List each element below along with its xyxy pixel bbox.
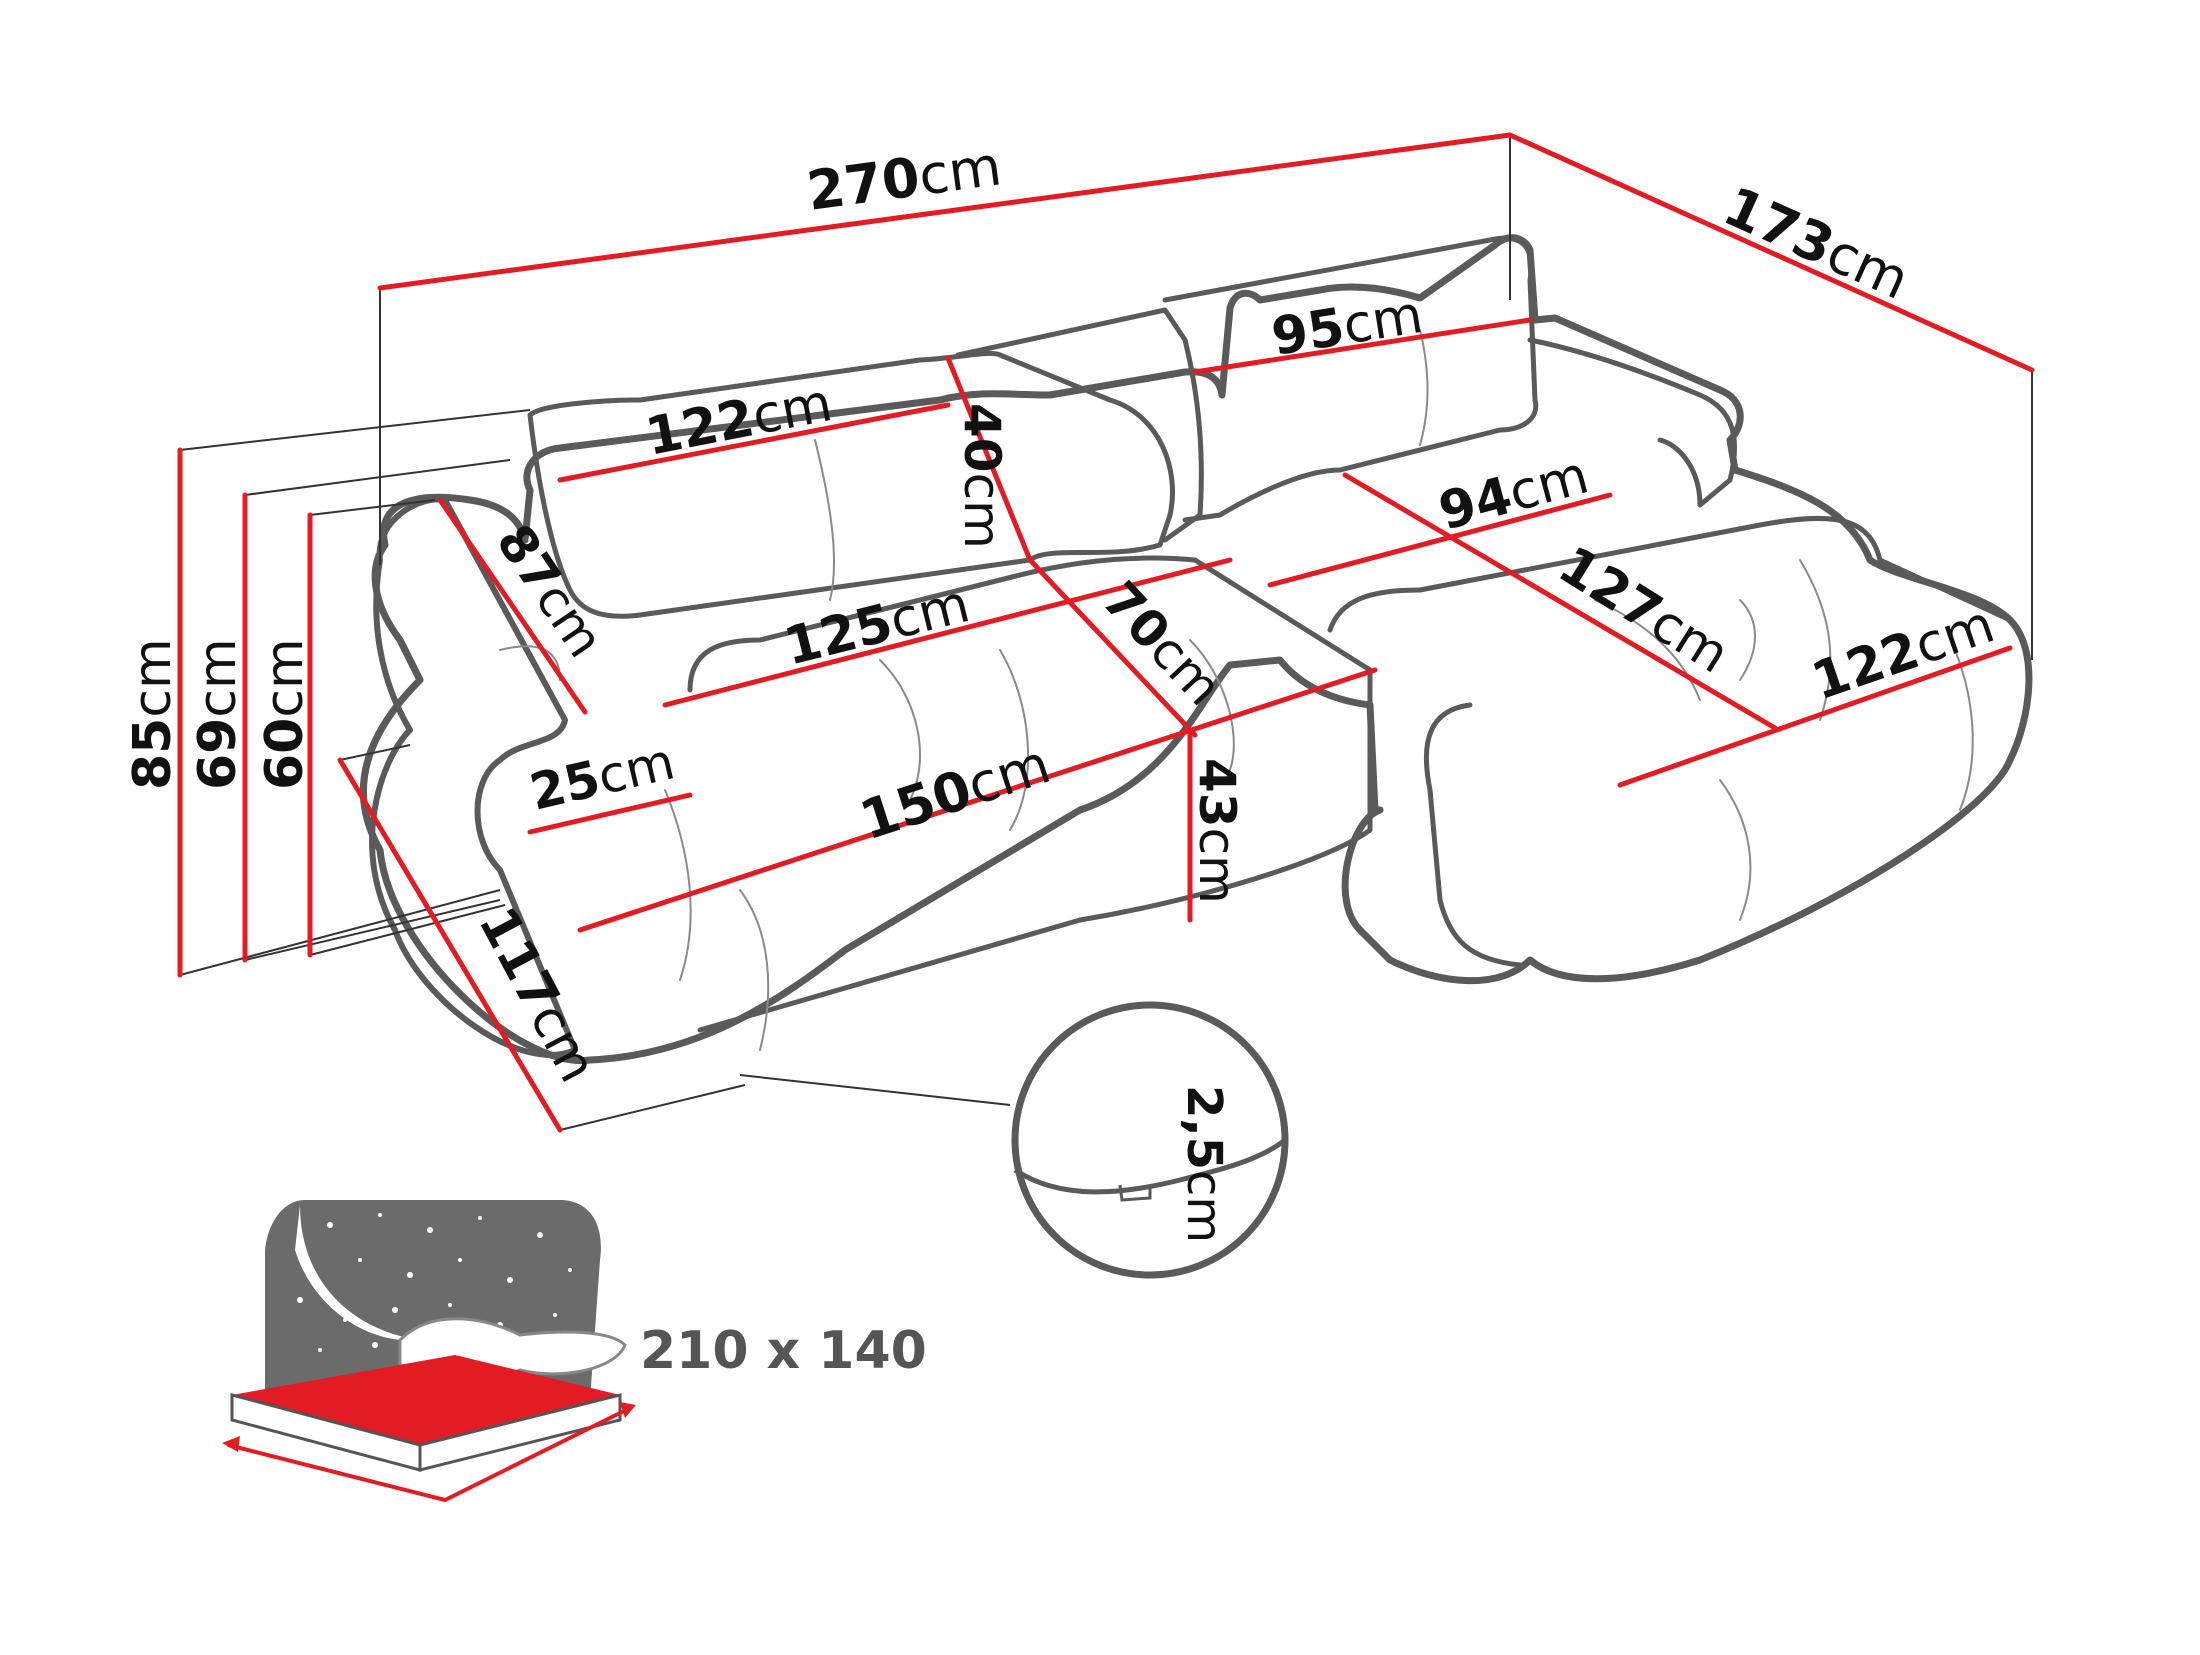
mattress-side-right bbox=[418, 1393, 622, 1472]
label-total-height: 85cm bbox=[123, 638, 183, 790]
dim-line-117 bbox=[337, 757, 563, 1133]
cushion-seams bbox=[499, 329, 1974, 1051]
dim-line-40 bbox=[945, 355, 1033, 563]
seat-front-shape bbox=[687, 555, 1373, 1033]
back-cushion-middle-shape bbox=[955, 307, 1204, 543]
bed-measure-arrowhead-right bbox=[620, 1402, 636, 1418]
dim-line-87 bbox=[437, 497, 588, 715]
label-back-cushion-height: 40cm bbox=[953, 403, 1011, 549]
dim-line-122-chaise bbox=[1617, 645, 2013, 788]
left-armrest bbox=[369, 496, 578, 1058]
back-cushion-left-shape bbox=[527, 350, 1175, 619]
label-seat-depth: 70cm bbox=[1091, 571, 1233, 717]
label-armrest-height: 60cm bbox=[255, 638, 315, 790]
back-cushion-right-shape bbox=[1162, 235, 1539, 523]
chaise-front-shape bbox=[1423, 702, 1523, 968]
leg-detail-circle bbox=[1011, 1001, 1289, 1279]
star-field bbox=[297, 1213, 572, 1352]
dim-line-25 bbox=[527, 792, 693, 835]
dim-line-150 bbox=[577, 667, 1378, 933]
mattress-top bbox=[232, 1355, 620, 1445]
chaise-shape bbox=[1327, 515, 2013, 633]
label-back-cushion-right: 95cm bbox=[1268, 285, 1427, 368]
dim-line-173 bbox=[1507, 132, 2035, 373]
dim-line-270 bbox=[377, 132, 1513, 291]
dimension-lines bbox=[177, 132, 2035, 1213]
bed-measure-arrow bbox=[227, 1406, 631, 1503]
leg-detail bbox=[1011, 1001, 1289, 1279]
label-front-seat-width: 150cm bbox=[853, 732, 1058, 852]
dim-line-125 bbox=[662, 557, 1233, 708]
dim-line-122-back bbox=[557, 402, 951, 483]
dim-line-94 bbox=[1267, 492, 1613, 588]
leg-foot bbox=[1118, 1184, 1152, 1202]
sleeping-area-label: 210 x 140 bbox=[640, 1321, 927, 1381]
label-back-height: 69cm bbox=[188, 638, 248, 790]
leg-detail-cushion bbox=[1013, 1138, 1287, 1195]
label-armrest-width: 25cm bbox=[525, 732, 680, 821]
bed-icon bbox=[222, 1200, 636, 1503]
label-seat-height: 43cm bbox=[1188, 758, 1246, 904]
label-overall-depth: 173cm bbox=[1715, 174, 1919, 311]
label-chaise-width: 122cm bbox=[1805, 594, 2002, 712]
dim-line-95 bbox=[1192, 317, 1533, 375]
dim-line-127 bbox=[1342, 472, 1778, 731]
sofa-outline bbox=[360, 234, 2033, 1065]
bed-measure-arrowhead-left bbox=[222, 1436, 240, 1452]
extension-lines bbox=[179, 135, 2033, 1131]
right-armrest bbox=[1527, 337, 1738, 508]
dim-line-70 bbox=[1027, 557, 1198, 738]
label-leg-height: 2,5cm bbox=[1176, 1085, 1232, 1243]
sofa-drawing bbox=[360, 234, 2033, 1065]
label-chaise-seat: 94cm bbox=[1433, 445, 1595, 542]
label-overall-width: 270cm bbox=[803, 134, 1005, 223]
